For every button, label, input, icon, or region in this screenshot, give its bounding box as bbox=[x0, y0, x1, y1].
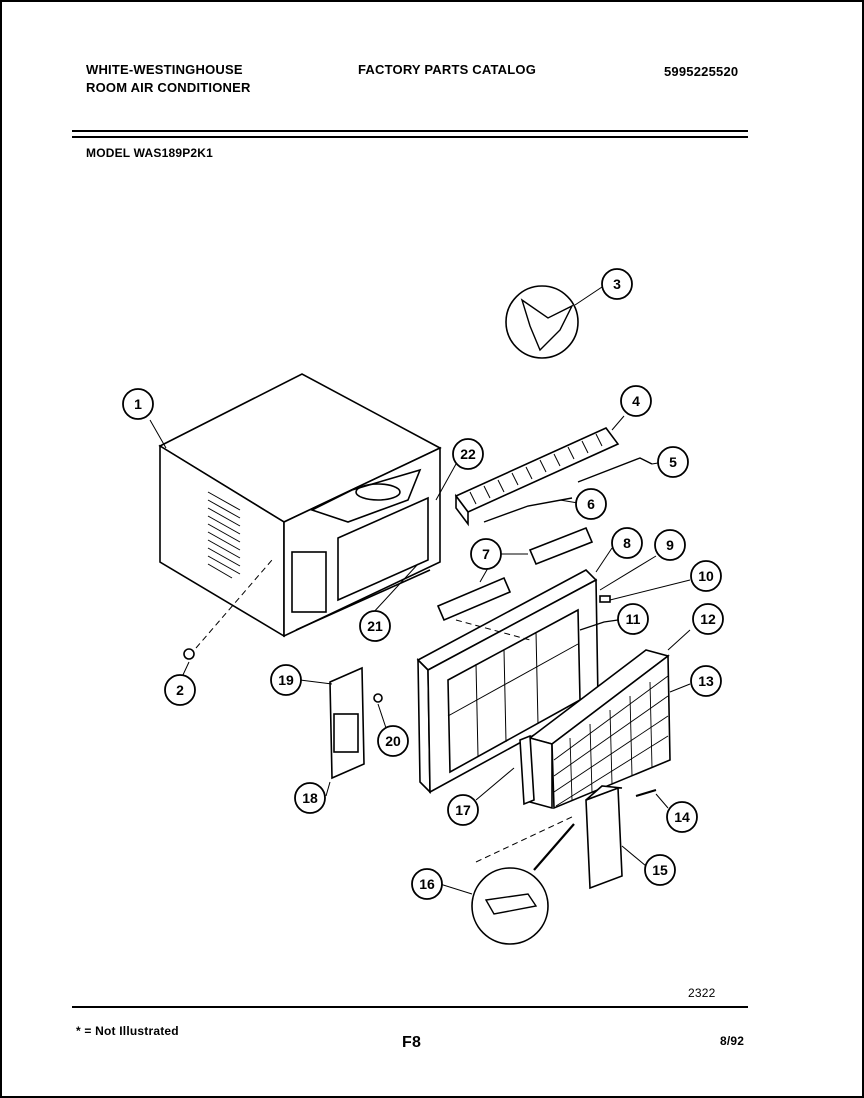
detail-circle-part-3 bbox=[505, 285, 579, 359]
callout-14: 14 bbox=[666, 801, 698, 833]
callout-19: 19 bbox=[270, 664, 302, 696]
callout-label: 11 bbox=[626, 611, 641, 627]
callout-label: 4 bbox=[632, 393, 640, 409]
drawing-number: 2322 bbox=[688, 986, 716, 1000]
callout-label: 8 bbox=[623, 535, 631, 551]
louver-part-7 bbox=[436, 526, 594, 622]
page-code: F8 bbox=[402, 1034, 422, 1051]
callout-10: 10 bbox=[690, 560, 722, 592]
callout-7: 7 bbox=[470, 538, 502, 570]
callout-label: 22 bbox=[460, 446, 476, 462]
callout-9: 9 bbox=[654, 529, 686, 561]
catalog-title: FACTORY PARTS CATALOG bbox=[358, 62, 537, 77]
callout-13: 13 bbox=[690, 665, 722, 697]
callout-label: 5 bbox=[669, 454, 677, 470]
callout-label: 10 bbox=[698, 568, 714, 584]
callout-5: 5 bbox=[657, 446, 689, 478]
callout-11: 11 bbox=[617, 603, 649, 635]
callout-17: 17 bbox=[447, 794, 479, 826]
callout-label: 15 bbox=[652, 862, 668, 878]
callout-4: 4 bbox=[620, 385, 652, 417]
callout-label: 13 bbox=[698, 673, 714, 689]
callout-1: 1 bbox=[122, 388, 154, 420]
callout-22: 22 bbox=[452, 438, 484, 470]
callout-label: 3 bbox=[613, 276, 621, 292]
callout-label: 21 bbox=[367, 618, 383, 634]
callout-3: 3 bbox=[601, 268, 633, 300]
callout-18: 18 bbox=[294, 782, 326, 814]
front-grille-frame-part-8 bbox=[416, 547, 613, 794]
catalog-number: 5995225520 bbox=[664, 64, 739, 79]
model-label: MODEL WAS189P2K1 bbox=[86, 146, 214, 160]
callout-label: 9 bbox=[666, 537, 674, 553]
callout-label: 18 bbox=[302, 790, 318, 806]
panel-part-15 bbox=[585, 785, 647, 890]
callout-20: 20 bbox=[377, 725, 409, 757]
header-rule-top bbox=[72, 130, 748, 132]
cabinet-housing bbox=[158, 373, 442, 638]
not-illustrated-note: * = Not Illustrated bbox=[76, 1024, 179, 1038]
callout-circles: 1 2 3 4 5 6 7 8 9 10 11 12 13 14 15 16 1… bbox=[122, 268, 724, 900]
brand-line-1: WHITE-WESTINGHOUSE bbox=[86, 62, 243, 77]
callout-label: 1 bbox=[134, 396, 142, 412]
callout-label: 14 bbox=[674, 809, 690, 825]
callout-2: 2 bbox=[164, 674, 196, 706]
callout-label: 16 bbox=[419, 876, 435, 892]
grille-part-13 bbox=[553, 675, 669, 807]
callout-12: 12 bbox=[692, 603, 724, 635]
callout-label: 19 bbox=[278, 672, 294, 688]
callout-label: 2 bbox=[176, 682, 184, 698]
callout-label: 12 bbox=[700, 611, 716, 627]
callout-6: 6 bbox=[575, 488, 607, 520]
louver-assembly-part-4 bbox=[454, 415, 625, 527]
detail-circle-part-16 bbox=[471, 867, 549, 945]
callout-label: 20 bbox=[385, 733, 401, 749]
control-panel-part-18 bbox=[325, 666, 365, 797]
brand-line-2: ROOM AIR CONDITIONER bbox=[86, 80, 251, 95]
screw-part-20 bbox=[373, 693, 383, 703]
header-rule-bottom bbox=[72, 136, 748, 138]
callout-label: 17 bbox=[455, 802, 471, 818]
rod-part-5 bbox=[577, 457, 653, 483]
footer-rule bbox=[72, 1006, 748, 1008]
revision-date: 8/92 bbox=[720, 1034, 745, 1048]
callout-15: 15 bbox=[644, 854, 676, 886]
screw-part-2 bbox=[183, 648, 195, 660]
callout-label: 6 bbox=[587, 496, 595, 512]
callout-21: 21 bbox=[359, 610, 391, 642]
callout-label: 7 bbox=[482, 546, 490, 562]
callout-16: 16 bbox=[411, 868, 443, 900]
link-part-6 bbox=[483, 497, 573, 523]
callout-8: 8 bbox=[611, 527, 643, 559]
